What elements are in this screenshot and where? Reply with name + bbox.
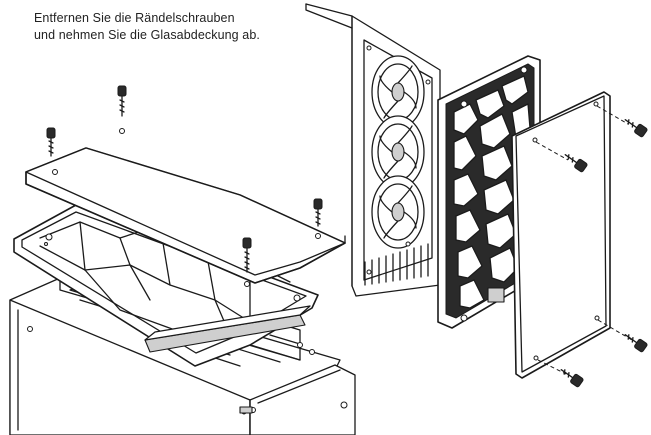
fan-1 <box>371 55 425 129</box>
pc-case-body <box>9 274 356 435</box>
front-screw-4 <box>560 369 584 388</box>
case-front-fans <box>305 3 441 297</box>
front-glass-panel <box>511 91 633 379</box>
instruction-line-1: Entfernen Sie die Rändelschrauben <box>34 11 235 25</box>
thumb-screw-4 <box>242 237 252 273</box>
fan-3 <box>371 175 425 249</box>
front-screw-2 <box>624 119 648 138</box>
thumb-screw-2 <box>117 85 127 117</box>
thumb-screw-3 <box>313 198 323 227</box>
front-screw-1 <box>564 154 588 173</box>
instruction-text: Entfernen Sie die Rändelschrauben und ne… <box>34 10 334 44</box>
instruction-line-2: und nehmen Sie die Glasabdeckung ab. <box>34 28 260 42</box>
thumb-screws-top <box>46 85 323 273</box>
front-screw-3 <box>624 334 648 353</box>
thumb-screw-1 <box>46 127 56 157</box>
fan-2 <box>371 115 425 189</box>
thumb-screws-front <box>560 119 648 388</box>
glass-top-cover <box>25 128 346 287</box>
top-dust-filter <box>13 204 319 367</box>
